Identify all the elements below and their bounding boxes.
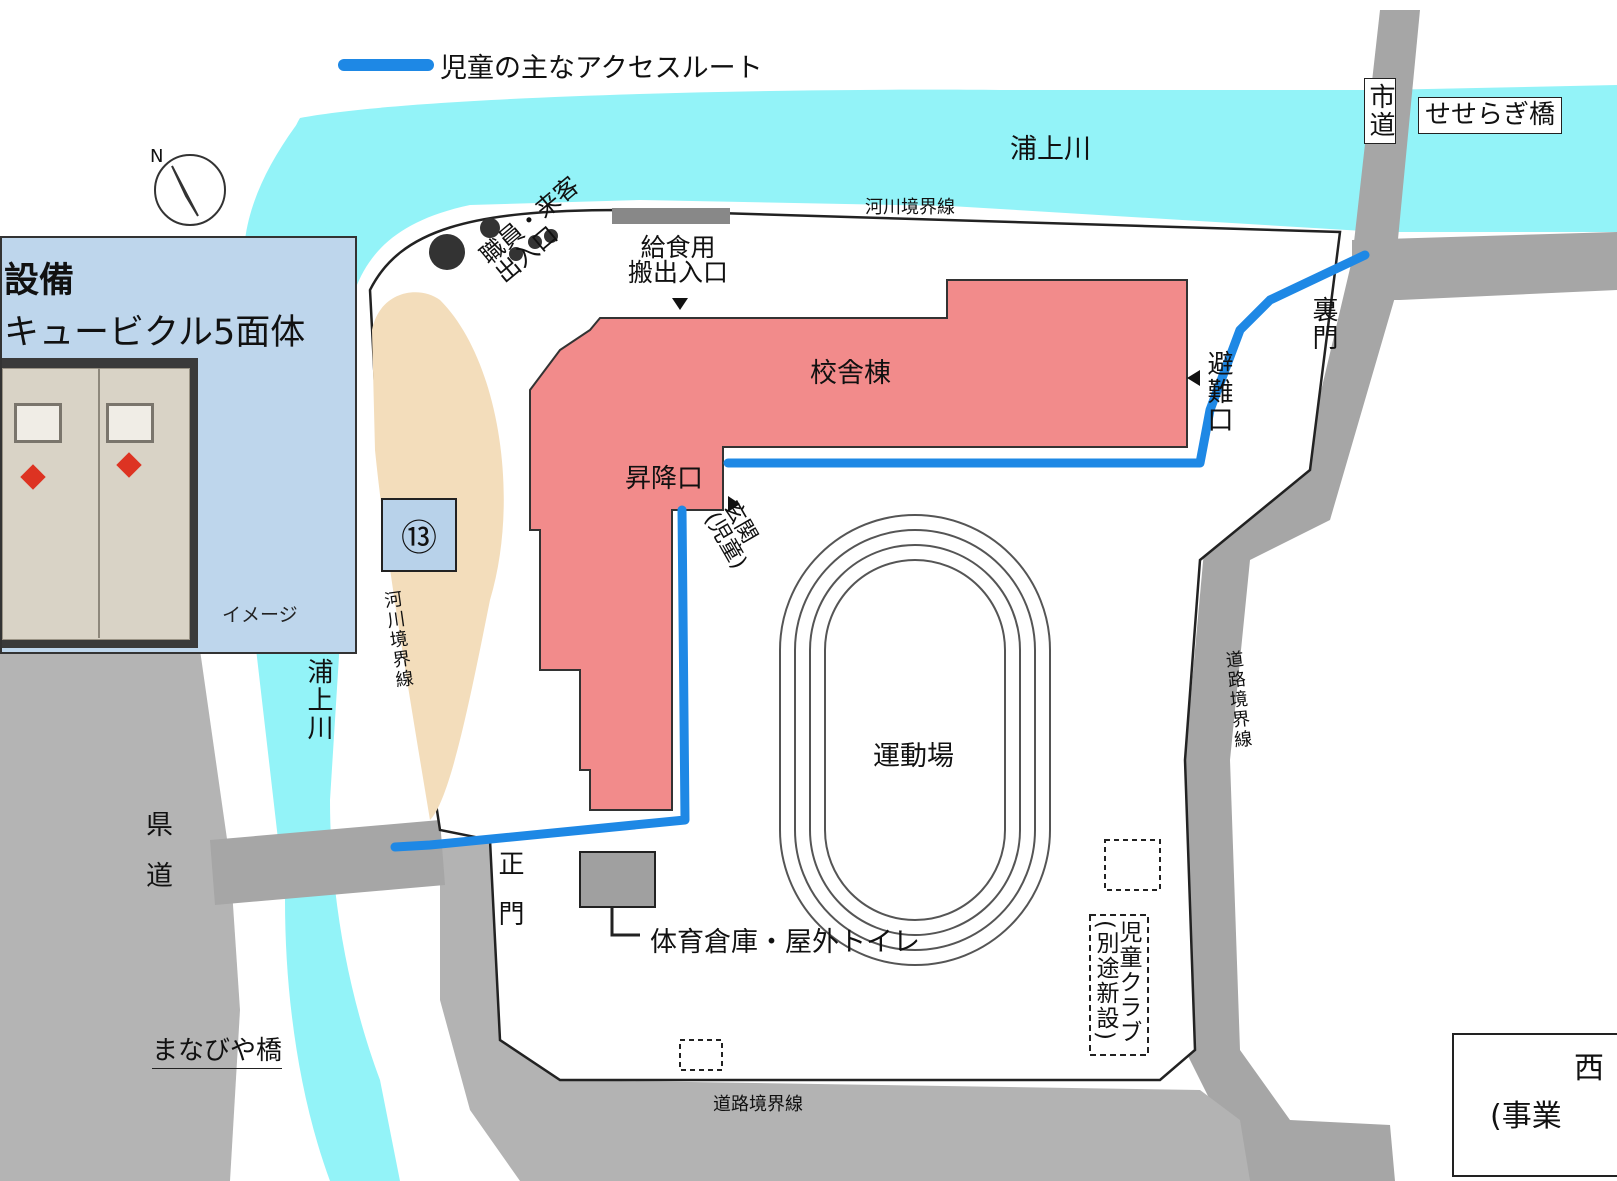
label-manabiya-bridge: まなびや橋 — [152, 1038, 283, 1069]
cubicle-cabinet-divider — [98, 368, 100, 638]
label-gym-storage: 体育倉庫・屋外トイレ — [650, 927, 920, 958]
label-prefectural-road: 県道 — [141, 810, 172, 912]
label-main-gate: 正門 — [494, 850, 524, 950]
inset-image-caption: イメージ — [222, 604, 298, 626]
label-city-road: 市道 — [1364, 78, 1396, 144]
road-bottom — [440, 840, 1250, 1181]
bottom-box-line1: 西 — [1574, 1051, 1604, 1086]
school-building — [529, 279, 1188, 811]
inset-subtitle: キュービクル5面体 — [4, 313, 306, 353]
north-compass — [154, 154, 226, 226]
equipment-inset: 設備 キュービクル5面体 イメージ — [0, 236, 357, 654]
running-track — [779, 514, 1051, 966]
dashed-box-right — [1104, 839, 1161, 891]
inset-title: 設備 — [4, 261, 75, 301]
entrance-markers — [672, 298, 1200, 512]
cubicle-window-left — [14, 403, 62, 443]
river-top — [289, 85, 1617, 290]
road-right — [1185, 260, 1400, 1181]
label-kyushoku: 給食用 搬出入口 — [628, 233, 729, 287]
road-right-top — [1352, 232, 1617, 300]
label-seseragi-bridge: せせらぎ橋 — [1418, 97, 1563, 134]
hatched-strip — [612, 208, 730, 224]
children-club-outline — [1089, 914, 1149, 1056]
prefectural-road-area — [0, 650, 240, 1181]
manabiya-bridge-deck — [210, 820, 445, 905]
label-river-boundary-top: 河川境界線 — [865, 197, 955, 218]
gym-storage-leader — [610, 907, 640, 937]
bottom-box-line2: (事業 — [1490, 1099, 1562, 1134]
dashed-box-bottom — [679, 1039, 723, 1071]
label-sports-field: 運動場 — [873, 741, 954, 772]
label-elevator: 昇降口 — [625, 464, 703, 494]
label-river-top: 浦上川 — [1010, 134, 1091, 165]
trees — [429, 218, 558, 270]
cubicle-window-right — [106, 403, 154, 443]
label-evacuation: 避難口 — [1203, 350, 1233, 434]
gym-storage — [579, 851, 656, 908]
label-road-boundary-bottom: 道路境界線 — [713, 1094, 803, 1115]
label-children-club: 児童クラブ (別途新設) — [1092, 920, 1141, 1045]
legend-route-line — [338, 59, 434, 71]
bottom-right-box: 西 (事業 — [1452, 1033, 1617, 1177]
legend-route-label: 児童の主なアクセスルート — [440, 52, 763, 84]
legend: 児童の主なアクセスルート — [338, 48, 763, 84]
label-school-building: 校舎棟 — [810, 358, 891, 389]
north-label: N — [150, 146, 163, 167]
label-river-left: 浦上川 — [303, 658, 333, 742]
marker-13: ⑬ — [381, 498, 457, 572]
access-route-main — [390, 250, 1370, 852]
label-back-gate: 裏門 — [1308, 296, 1338, 352]
